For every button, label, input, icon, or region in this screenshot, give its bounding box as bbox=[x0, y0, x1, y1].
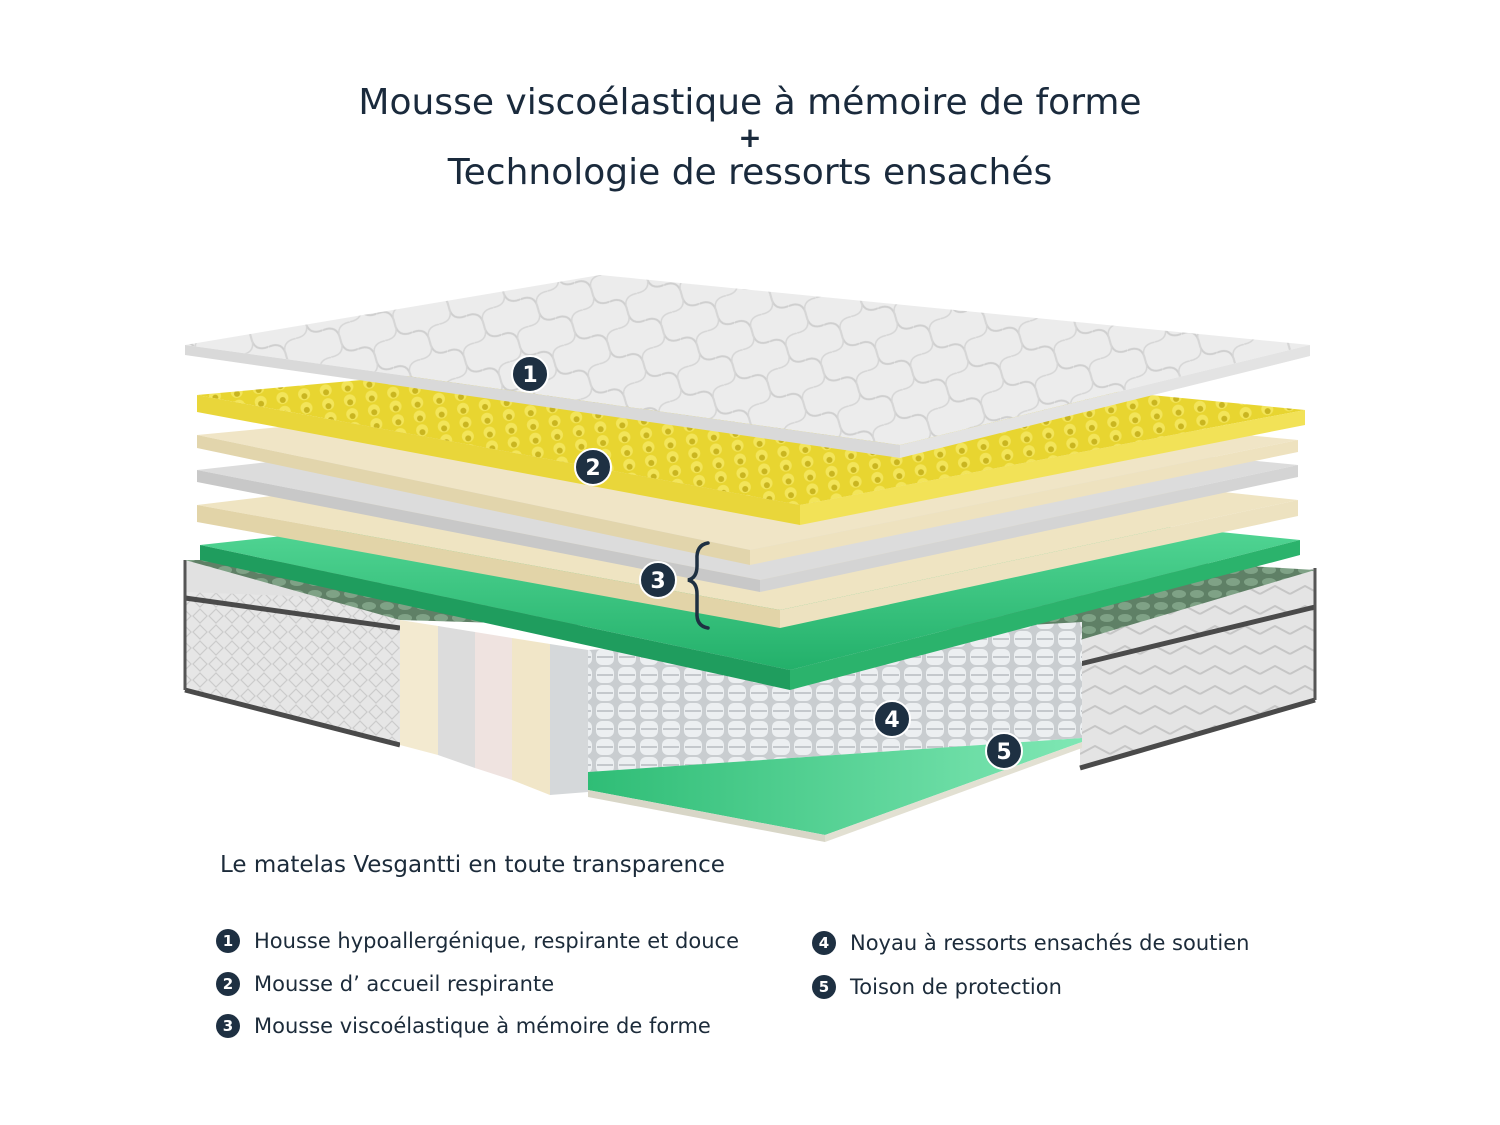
legend-item-2: 2 Mousse d’ accueil respirante bbox=[216, 972, 554, 996]
legend-item-4: 4 Noyau à ressorts ensachés de soutien bbox=[812, 931, 1249, 955]
marker-3-label: 3 bbox=[650, 569, 665, 594]
marker-5: 5 bbox=[985, 732, 1023, 770]
legend-text: Toison de protection bbox=[850, 975, 1062, 999]
quilted-cover-layer bbox=[185, 275, 1310, 458]
legend-item-3: 3 Mousse viscoélastique à mémoire de for… bbox=[216, 1014, 711, 1038]
legend-item-1: 1 Housse hypoallergénique, respirante et… bbox=[216, 929, 739, 953]
marker-1: 1 bbox=[511, 355, 549, 393]
legend-number-badge: 5 bbox=[812, 975, 836, 999]
legend-text: Noyau à ressorts ensachés de soutien bbox=[850, 931, 1250, 955]
legend-text: Housse hypoallergénique, respirante et d… bbox=[254, 929, 739, 953]
legend-number-badge: 2 bbox=[216, 972, 240, 996]
marker-4: 4 bbox=[873, 700, 911, 738]
title-block: Mousse viscoélastique à mémoire de forme… bbox=[0, 82, 1500, 194]
title-line-2: Technologie de ressorts ensachés bbox=[447, 152, 1053, 193]
legend-number-badge: 4 bbox=[812, 931, 836, 955]
marker-5-label: 5 bbox=[996, 740, 1011, 765]
title-plus: + bbox=[738, 121, 762, 154]
mattress-right-border bbox=[1079, 568, 1317, 771]
title-line-1: Mousse viscoélastique à mémoire de forme bbox=[358, 82, 1142, 123]
legend-item-5: 5 Toison de protection bbox=[812, 975, 1062, 999]
legend-number-badge: 1 bbox=[216, 929, 240, 953]
marker-3: 3 bbox=[639, 561, 677, 599]
layer-3-brace bbox=[687, 541, 710, 630]
marker-1-label: 1 bbox=[522, 363, 537, 388]
bottom-green-layer bbox=[588, 738, 1082, 842]
legend-text: Mousse d’ accueil respirante bbox=[254, 972, 555, 996]
marker-2: 2 bbox=[574, 448, 612, 486]
subtitle: Le matelas Vesgantti en toute transparen… bbox=[220, 852, 725, 878]
marker-4-label: 4 bbox=[884, 708, 899, 733]
marker-2-label: 2 bbox=[585, 456, 600, 481]
legend-number-badge: 3 bbox=[216, 1014, 240, 1038]
cutaway-layer-slices bbox=[400, 620, 588, 795]
legend-text: Mousse viscoélastique à mémoire de forme bbox=[254, 1014, 711, 1038]
